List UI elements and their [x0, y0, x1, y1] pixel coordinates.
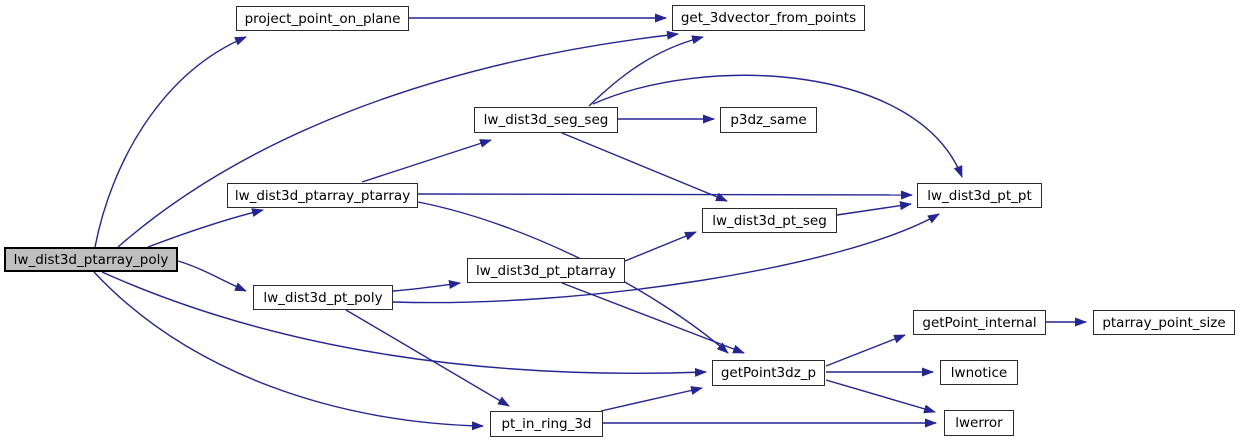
node-lw_dist3d_ptarray_poly: lw_dist3d_ptarray_poly — [4, 247, 178, 272]
node-lwnotice[interactable]: lwnotice — [940, 360, 1018, 385]
edge-getPoint3dz_p-getPoint_internal — [825, 334, 906, 367]
edge-ptarray_poly-ptarray_ptarray — [147, 208, 264, 248]
edge-pt_ptarray-getPoint3dz_p — [561, 282, 745, 354]
edge-ptarray_poly-pt_in_ring_3d — [93, 271, 484, 431]
edge-seg_seg-pt_pt — [592, 74, 963, 178]
node-getPoint_internal[interactable]: getPoint_internal — [913, 310, 1046, 335]
node-lw_dist3d_pt_poly[interactable]: lw_dist3d_pt_poly — [253, 285, 393, 310]
edge-ptarray_ptarray-pt_pt — [417, 190, 913, 200]
edge-ptarray_ptarray-seg_seg — [361, 139, 492, 183]
edge-seg_seg-get_3dvector_from_points — [588, 35, 704, 107]
edge-pt_poly-pt_ptarray — [392, 280, 461, 292]
edge-pt_poly-pt_in_ring_3d — [345, 309, 510, 407]
node-lw_dist3d_pt_seg[interactable]: lw_dist3d_pt_seg — [702, 208, 837, 233]
node-project_point_on_plane[interactable]: project_point_on_plane — [236, 6, 409, 31]
node-ptarray_point_size[interactable]: ptarray_point_size — [1093, 310, 1235, 335]
node-lw_dist3d_pt_ptarray[interactable]: lw_dist3d_pt_ptarray — [467, 258, 625, 283]
node-p3dz_same[interactable]: p3dz_same — [720, 107, 817, 133]
edge-ptarray_poly-project_point_on_plane — [94, 36, 247, 248]
node-get_3dvector_from_points[interactable]: get_3dvector_from_points — [672, 5, 865, 31]
edge-ptarray_poly-get_3dvector_from_points — [117, 30, 679, 248]
edge-ptarray_poly-getPoint3dz_p — [101, 271, 707, 377]
edge-pt_ptarray-pt_seg — [624, 231, 697, 262]
edge-ptarray_poly-pt_poly — [177, 260, 247, 292]
edge-pt_seg-pt_pt — [836, 201, 912, 216]
node-pt_in_ring_3d[interactable]: pt_in_ring_3d — [490, 411, 603, 437]
edge-getPoint3dz_p-lwerror — [825, 379, 936, 414]
node-lwerror[interactable]: lwerror — [944, 410, 1014, 436]
node-getPoint3dz_p[interactable]: getPoint3dz_p — [712, 360, 825, 386]
node-lw_dist3d_ptarray_ptarray[interactable]: lw_dist3d_ptarray_ptarray — [227, 183, 418, 208]
edge-pt_in_ring_3d-getPoint3dz_p — [600, 386, 703, 412]
node-lw_dist3d_pt_pt[interactable]: lw_dist3d_pt_pt — [917, 183, 1042, 208]
edge-pt_poly-pt_pt — [392, 213, 940, 304]
edge-seg_seg-pt_seg — [561, 132, 728, 202]
node-lw_dist3d_seg_seg[interactable]: lw_dist3d_seg_seg — [474, 107, 618, 133]
